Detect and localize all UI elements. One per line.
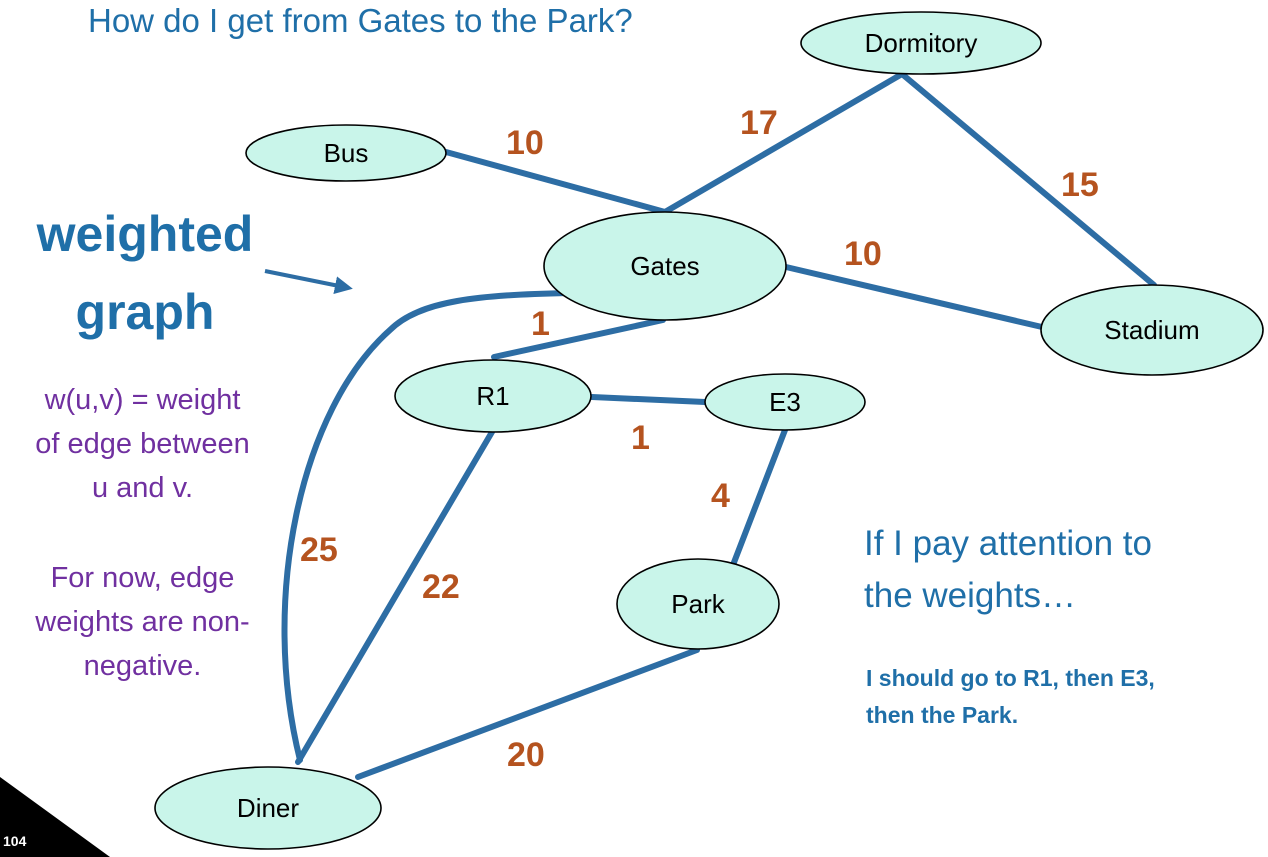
node-diner-label: Diner — [237, 793, 299, 823]
node-dormitory-label: Dormitory — [865, 28, 978, 58]
nodes: Dormitory Bus Gates Stadium R1 E3 Park — [154, 11, 1264, 850]
node-diner: Diner — [154, 766, 382, 850]
weight-label-r1-diner: 22 — [422, 568, 460, 606]
node-r1: R1 — [394, 359, 592, 433]
pay-line: the weights… — [864, 576, 1077, 615]
weight-label-gates-stadium: 10 — [844, 235, 882, 273]
node-bus-label: Bus — [324, 138, 369, 168]
weight-label-park-diner: 20 — [507, 736, 545, 774]
node-diner-shape — [154, 766, 382, 850]
node-park-shape — [616, 558, 780, 650]
node-dormitory: Dormitory — [800, 11, 1042, 75]
edge-gates-dormitory — [662, 71, 905, 215]
node-e3-label: E3 — [769, 387, 801, 417]
edge-gates-diner — [281, 290, 571, 763]
node-gates: Gates — [543, 211, 787, 321]
edge-park-diner — [355, 647, 700, 780]
weighted-graph-heading: weighted graph — [0, 196, 290, 351]
edge-r1-e3 — [589, 394, 708, 405]
pay-line: If I pay attention to — [864, 524, 1152, 563]
note-line: weights are non- — [35, 606, 250, 638]
weight-label-gates-diner: 25 — [300, 531, 338, 569]
slide-corner-badge — [0, 777, 110, 857]
node-stadium-label: Stadium — [1104, 315, 1199, 345]
node-gates-shape — [543, 211, 787, 321]
nonnegative-note: For now, edge weights are non- negative. — [0, 556, 285, 688]
graph-word: graph — [75, 283, 215, 340]
node-dormitory-shape — [800, 11, 1042, 75]
node-stadium-shape — [1040, 284, 1264, 376]
weight-label-dormitory-stadium: 15 — [1061, 166, 1099, 204]
definition-line: u and v. — [91, 472, 194, 504]
weight-label-e3-park: 4 — [711, 477, 730, 515]
edge-dormitory-stadium — [899, 71, 1157, 288]
answer-line: I should go to R1, then E3, — [866, 665, 1155, 691]
edge-e3-park — [730, 427, 788, 568]
weighted-word: weighted — [36, 206, 254, 262]
node-gates-label: Gates — [630, 251, 699, 281]
node-bus: Bus — [245, 124, 447, 182]
node-park: Park — [616, 558, 780, 650]
definition-line: w(u,v) = weight — [44, 384, 241, 416]
node-r1-shape — [394, 359, 592, 433]
edge-gates-stadium — [783, 264, 1045, 330]
pointer-arrow — [264, 269, 353, 295]
note-line: For now, edge — [50, 562, 235, 594]
pay-attention-text: If I pay attention to the weights… — [864, 518, 1152, 622]
node-e3: E3 — [704, 373, 866, 431]
edge-bus-gates — [443, 149, 668, 215]
definition-line: of edge between — [35, 428, 250, 460]
edge-gates-r1 — [491, 317, 666, 360]
note-line: negative. — [83, 650, 202, 682]
slide-title: How do I get from Gates to the Park? — [88, 2, 633, 39]
node-r1-label: R1 — [476, 381, 509, 411]
weight-label-gates-r1: 1 — [531, 305, 550, 343]
node-stadium: Stadium — [1040, 284, 1264, 376]
edge-r1-diner — [295, 429, 495, 765]
weight-definition: w(u,v) = weight of edge between u and v. — [0, 378, 285, 510]
weight-labels: 10 17 15 10 1 1 4 25 22 20 — [300, 104, 1099, 774]
node-bus-shape — [245, 124, 447, 182]
edges — [281, 71, 1157, 780]
answer-text: I should go to R1, then E3, then the Par… — [866, 660, 1155, 734]
node-park-label: Park — [671, 589, 725, 619]
weight-label-gates-dormitory: 17 — [740, 104, 778, 142]
node-e3-shape — [704, 373, 866, 431]
answer-line: then the Park. — [866, 702, 1019, 728]
slide-number: 104 — [3, 833, 27, 849]
weight-label-r1-e3: 1 — [631, 419, 650, 457]
weight-label-bus-gates: 10 — [506, 124, 544, 162]
